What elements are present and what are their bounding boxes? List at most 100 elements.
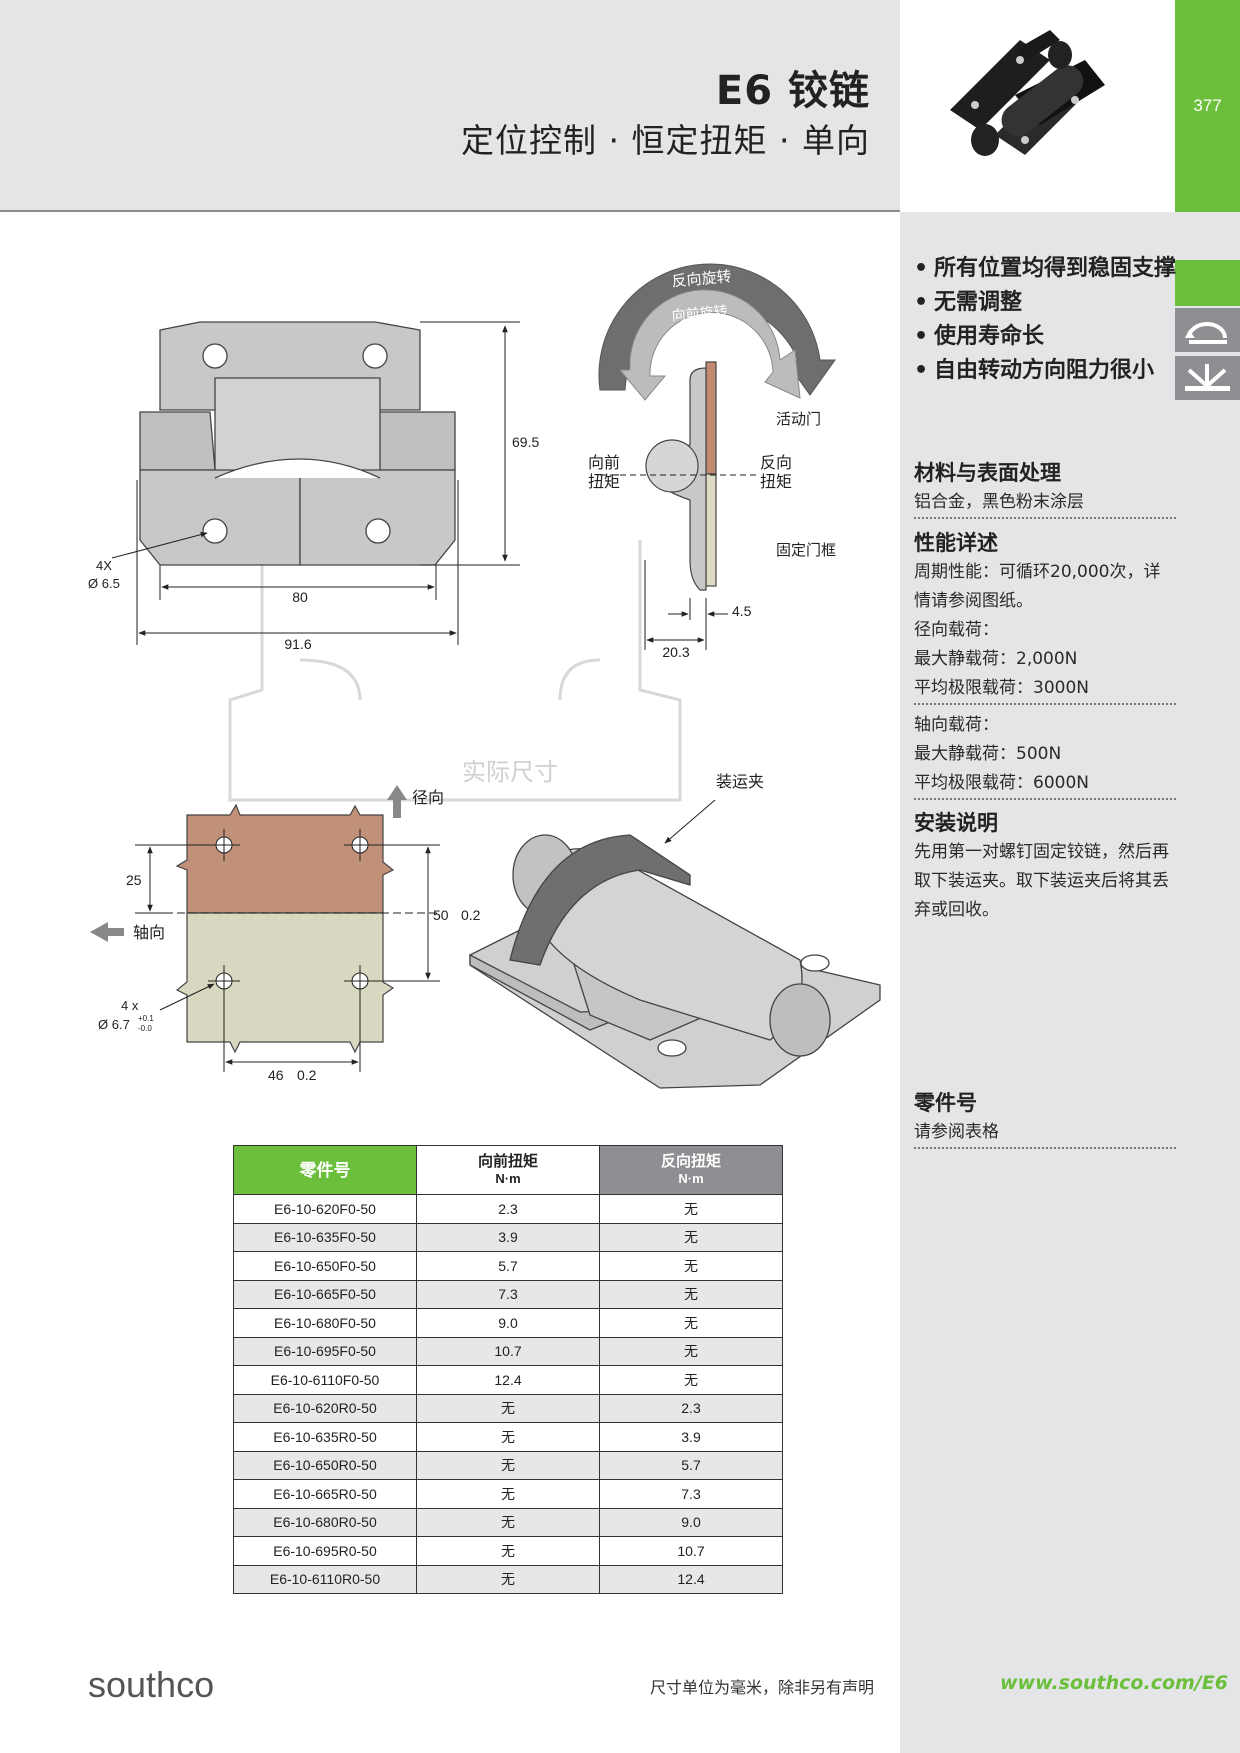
axial-static: 最大静载荷：500N [914,744,1062,764]
part-number-text: 请参阅表格 [914,1122,999,1142]
table-cell: 无 [416,1422,600,1452]
table-cell: 7.3 [599,1479,783,1509]
material-text: 铝合金，黑色粉末涂层 [914,492,1084,512]
hinge-top-view [139,321,456,566]
rotate-icon [1175,308,1240,352]
radial-title: 径向载荷： [914,620,999,640]
header-band [0,0,900,212]
table-cell: E6-10-680F0-50 [233,1308,417,1338]
forward-torque-label: 扭矩 [588,473,620,491]
dim-label: 69.5 [512,434,539,450]
table-cell: 2.3 [416,1194,600,1224]
column-header-part-number: 零件号 [233,1145,417,1195]
axial-limit: 平均极限载荷：6000N [914,773,1089,793]
divider [914,703,1176,705]
movable-door-label: 活动门 [776,411,821,428]
side-view-dimensions [644,560,728,650]
technical-drawings: 实际尺寸 69.5 80 91.6 4X Ø 6.5 反向旋转 向前旋转 [88,263,881,1089]
tolerance-label: 0.2 [461,907,481,923]
radial-limit: 平均极限载荷：3000N [914,678,1089,698]
divider [914,517,1176,519]
forward-torque-label: 向前 [588,454,620,472]
table-cell: 5.7 [599,1450,783,1480]
table-cell: E6-10-695F0-50 [233,1336,417,1366]
install-title: 安装说明 [914,811,998,835]
tolerance-label: 0.2 [297,1067,317,1083]
leader-line [664,799,716,844]
reverse-torque-label: 扭矩 [760,473,792,491]
radial-arrow-icon [387,785,407,818]
southco-logo: southco [88,1664,215,1705]
dim-label: 4.5 [732,603,752,619]
material-title: 材料与表面处理 [914,461,1061,485]
actual-size-label: 实际尺寸 [462,759,558,786]
table-cell: 无 [416,1507,600,1537]
table-cell: 无 [416,1479,600,1509]
table-cell: E6-10-680R0-50 [233,1507,417,1537]
install-text: 先用第一对螺钉固定铰链，然后再取下装运夹。取下装运夹后将其丢弃或回收。 [914,842,1169,920]
mounting-dimensions [135,844,440,1072]
table-cell: E6-10-6110R0-50 [233,1564,417,1594]
dim-label: 50 [433,907,449,923]
table-cell: 无 [416,1393,600,1423]
forward-rotate-label: 向前旋转 [671,303,728,324]
table-cell: 无 [599,1336,783,1366]
sidebar-tab [1175,260,1240,306]
radial-label: 径向 [412,789,444,807]
sidebar [900,212,1240,1753]
table-cell: 2.3 [599,1393,783,1423]
hinge-photo-icon [950,30,1105,156]
feature-list: 所有位置均得到稳固支撑 无需调整 使用寿命长 自由转动方向阻力很小 [914,252,1176,388]
actual-size-outline [228,540,682,802]
mount-count-label: 4 x [121,998,139,1013]
table-cell: E6-10-650R0-50 [233,1450,417,1480]
table-cell: 9.0 [416,1308,600,1338]
axial-label: 轴向 [133,924,165,942]
shipping-clip-label: 装运夹 [716,773,764,791]
table-cell: 无 [416,1536,600,1566]
hole-diameter-label: Ø 6.5 [88,576,120,591]
hinge-side-view [600,361,760,591]
table-cell: 12.4 [416,1365,600,1395]
feature-item: 自由转动方向阻力很小 [914,354,1176,387]
tolerance-minus: -0.0 [138,1024,152,1033]
feature-item: 使用寿命长 [914,320,1176,353]
page-tab [1175,0,1240,212]
table-cell: E6-10-665R0-50 [233,1479,417,1509]
reverse-rotate-label: 反向旋转 [671,268,732,290]
table-cell: E6-10-695R0-50 [233,1536,417,1566]
part-number-title: 零件号 [914,1091,977,1115]
mounting-pattern [165,803,440,1054]
table-cell: E6-10-620F0-50 [233,1194,417,1224]
table-cell: 3.9 [599,1422,783,1452]
table-cell: 5.7 [416,1251,600,1281]
table-cell: 3.9 [416,1222,600,1252]
divider [914,798,1176,800]
top-view-dimensions [111,321,520,645]
page-title: E6 铰链 [715,68,870,114]
table-cell: 无 [416,1450,600,1480]
dim-label: 80 [292,589,308,605]
feature-item: 所有位置均得到稳固支撑 [914,252,1176,285]
table-cell: 无 [599,1365,783,1395]
table-cell: 7.3 [416,1279,600,1309]
feature-item: 无需调整 [914,286,1176,319]
table-cell: 无 [599,1194,783,1224]
reverse-torque-label: 反向 [760,454,792,472]
mounting-holes [208,829,376,997]
cycle-text: 周期性能：可循环20,000次，详情请参阅图纸。 [914,562,1161,611]
website-link[interactable]: www.southco.com/E6 [1000,1672,1228,1694]
units-note: 尺寸单位为毫米，除非另有声明 [650,1678,875,1697]
